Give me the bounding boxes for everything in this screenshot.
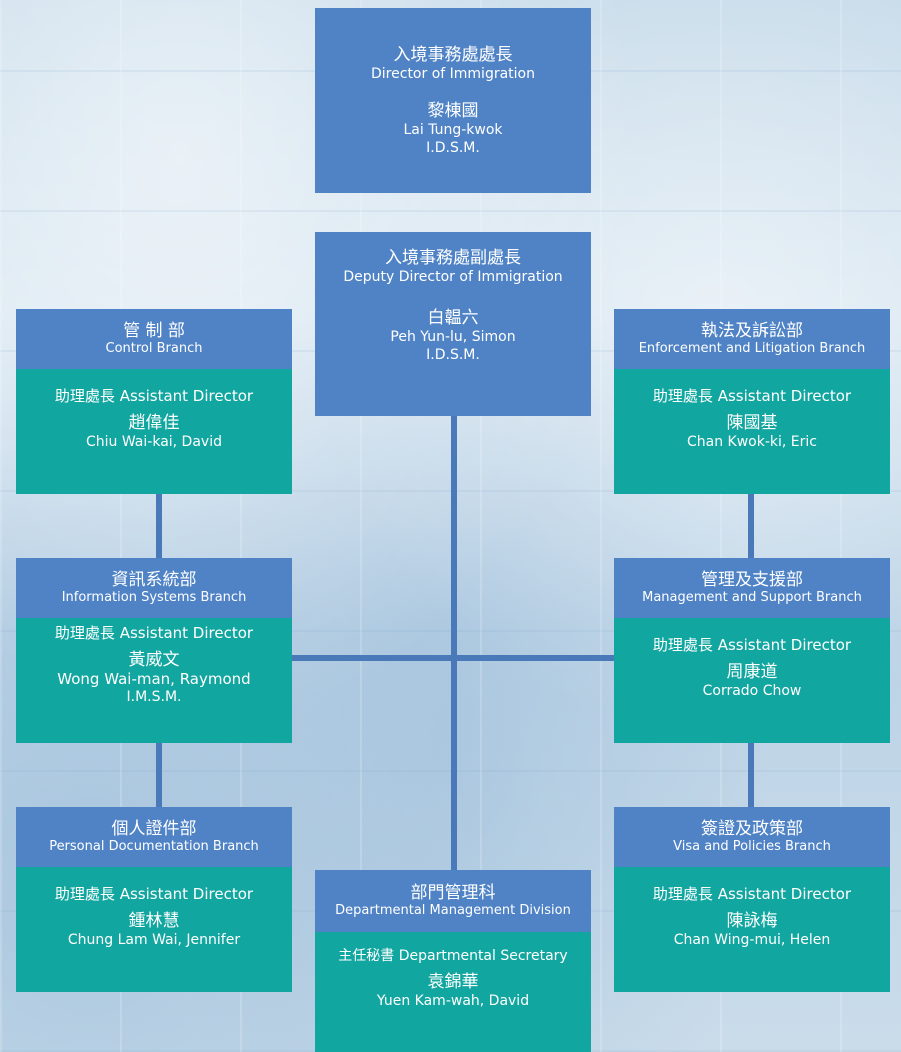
info-systems-branch-body: 助理處長 Assistant Director 黃威文 Wong Wai-man… (16, 618, 292, 743)
director-name-zh: 黎棟國 (427, 100, 479, 121)
enforcement-branch-role: 助理處長 Assistant Director (652, 387, 852, 405)
control-branch-name-zh: 趙偉佳 (128, 413, 180, 433)
info-systems-branch-header: 資訊系統部 Information Systems Branch (16, 558, 292, 618)
info-systems-branch-name-zh: 黃威文 (128, 650, 180, 670)
management-branch-body: 助理處長 Assistant Director 周康道 Corrado Chow (614, 618, 890, 743)
control-branch-body: 助理處長 Assistant Director 趙偉佳 Chiu Wai-kai… (16, 369, 292, 494)
management-branch-name-en: Corrado Chow (702, 683, 802, 699)
deputy-name-zh: 白韞六 (427, 308, 479, 328)
visa-branch-body: 助理處長 Assistant Director 陳詠梅 Chan Wing-mu… (614, 867, 890, 992)
info-systems-branch-title-zh: 資訊系統部 (111, 570, 197, 590)
control-branch-title-en: Control Branch (105, 341, 203, 356)
dept-mgmt-division-name-en: Yuen Kam-wah, David (376, 993, 530, 1009)
enforcement-branch-box: 執法及訴訟部 Enforcement and Litigation Branch… (614, 309, 890, 494)
visa-branch-title-en: Visa and Policies Branch (673, 839, 831, 854)
director-honour: I.D.S.M. (426, 139, 480, 156)
visa-branch-header: 簽證及政策部 Visa and Policies Branch (614, 807, 890, 867)
control-branch-header: 管 制 部 Control Branch (16, 309, 292, 369)
director-box: 入境事務處處長 Director of Immigration 黎棟國 Lai … (315, 8, 591, 193)
info-systems-branch-role: 助理處長 Assistant Director (54, 624, 254, 642)
connector-right-lower (748, 743, 754, 807)
control-branch-title-zh: 管 制 部 (123, 321, 185, 341)
info-systems-branch-name-en: Wong Wai-man, Raymond (57, 670, 251, 688)
deputy-title-en: Deputy Director of Immigration (343, 269, 563, 285)
enforcement-branch-title-zh: 執法及訴訟部 (701, 321, 803, 341)
dept-mgmt-division-name-zh: 袁錦華 (427, 972, 479, 992)
director-name-en: Lai Tung-kwok (403, 121, 503, 138)
connector-left-lower (156, 743, 162, 807)
info-systems-branch-box: 資訊系統部 Information Systems Branch 助理處長 As… (16, 558, 292, 743)
enforcement-branch-header: 執法及訴訟部 Enforcement and Litigation Branch (614, 309, 890, 369)
visa-branch-title-zh: 簽證及政策部 (701, 819, 803, 839)
personal-doc-branch-name-zh: 鍾林慧 (128, 911, 180, 931)
connector-right-upper (748, 494, 754, 558)
connector-horizontal-middle (292, 655, 614, 661)
dept-mgmt-division-role: 主任秘書 Departmental Secretary (338, 948, 568, 964)
deputy-name-en: Peh Yun-lu, Simon (390, 329, 516, 345)
control-branch-role: 助理處長 Assistant Director (54, 387, 254, 405)
personal-doc-branch-header: 個人證件部 Personal Documentation Branch (16, 807, 292, 867)
visa-branch-name-zh: 陳詠梅 (726, 911, 778, 931)
director-title-zh: 入境事務處處長 (393, 44, 513, 65)
dept-mgmt-division-box: 部門管理科 Departmental Management Division 主… (315, 870, 591, 1052)
director-title-en: Director of Immigration (371, 65, 535, 82)
management-branch-header: 管理及支援部 Management and Support Branch (614, 558, 890, 618)
info-systems-branch-title-en: Information Systems Branch (61, 590, 247, 605)
management-branch-title-zh: 管理及支援部 (701, 570, 803, 590)
control-branch-name-en: Chiu Wai-kai, David (86, 434, 222, 450)
connector-left-upper (156, 494, 162, 558)
dept-mgmt-division-title-en: Departmental Management Division (335, 903, 571, 918)
personal-doc-branch-body: 助理處長 Assistant Director 鍾林慧 Chung Lam Wa… (16, 867, 292, 992)
dept-mgmt-division-header: 部門管理科 Departmental Management Division (315, 870, 591, 932)
personal-doc-branch-role: 助理處長 Assistant Director (54, 885, 254, 903)
visa-branch-name-en: Chan Wing-mui, Helen (673, 932, 831, 948)
personal-doc-branch-box: 個人證件部 Personal Documentation Branch 助理處長… (16, 807, 292, 992)
visa-branch-role: 助理處長 Assistant Director (652, 885, 852, 903)
management-branch-box: 管理及支援部 Management and Support Branch 助理處… (614, 558, 890, 743)
management-branch-title-en: Management and Support Branch (642, 590, 862, 605)
info-systems-branch-honour: I.M.S.M. (126, 689, 182, 705)
enforcement-branch-name-zh: 陳國基 (726, 413, 778, 433)
management-branch-role: 助理處長 Assistant Director (652, 636, 852, 654)
enforcement-branch-title-en: Enforcement and Litigation Branch (638, 341, 866, 356)
management-branch-name-zh: 周康道 (726, 662, 778, 682)
personal-doc-branch-title-zh: 個人證件部 (111, 819, 197, 839)
visa-branch-box: 簽證及政策部 Visa and Policies Branch 助理處長 Ass… (614, 807, 890, 992)
personal-doc-branch-title-en: Personal Documentation Branch (49, 839, 259, 854)
dept-mgmt-division-title-zh: 部門管理科 (410, 883, 496, 903)
control-branch-box: 管 制 部 Control Branch 助理處長 Assistant Dire… (16, 309, 292, 494)
connector-deputy-trunk (451, 416, 457, 870)
personal-doc-branch-name-en: Chung Lam Wai, Jennifer (67, 932, 241, 948)
dept-mgmt-division-body: 主任秘書 Departmental Secretary 袁錦華 Yuen Kam… (315, 932, 591, 1052)
enforcement-branch-body: 助理處長 Assistant Director 陳國基 Chan Kwok-ki… (614, 369, 890, 494)
enforcement-branch-name-en: Chan Kwok-ki, Eric (687, 434, 817, 450)
deputy-honour: I.D.S.M. (426, 347, 480, 363)
deputy-title-zh: 入境事務處副處長 (385, 248, 521, 268)
deputy-box: 入境事務處副處長 Deputy Director of Immigration … (315, 232, 591, 416)
